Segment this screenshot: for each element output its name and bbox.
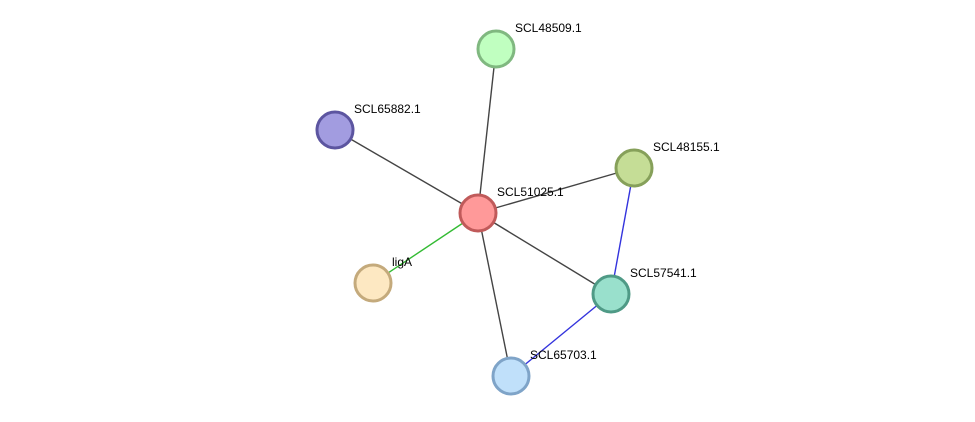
node-circle[interactable] [353,263,393,303]
node-circle[interactable] [476,29,516,69]
node-label: SCL65882.1 [354,102,421,116]
node-scl48509-1[interactable]: SCL48509.1 [476,21,582,69]
edge-scl51025-1-scl65882-1[interactable] [334,129,479,214]
node-label: SCL51025.1 [497,185,564,199]
edge-scl51025-1-scl48509-1[interactable] [477,48,497,214]
edge-scl51025-1-liga[interactable] [372,212,479,284]
node-scl48155-1[interactable]: SCL48155.1 [614,140,720,188]
node-circle[interactable] [591,274,631,314]
edge-scl57541-1-scl65703-1[interactable] [510,293,612,377]
edge-scl51025-1-scl48155-1[interactable] [477,167,635,214]
node-label: SCL48155.1 [653,140,720,154]
edges-layer [334,48,635,377]
node-scl51025-1[interactable]: SCL51025.1 [458,185,564,233]
node-scl57541-1[interactable]: SCL57541.1 [591,266,697,314]
node-scl65882-1[interactable]: SCL65882.1 [315,102,421,150]
node-label: SCL57541.1 [630,266,697,280]
node-circle[interactable] [614,148,654,188]
node-circle[interactable] [458,193,498,233]
node-label: SCL65703.1 [530,348,597,362]
node-label: ligA [392,255,412,269]
edge-scl48155-1-scl57541-1[interactable] [610,167,635,295]
node-liga[interactable]: ligA [353,255,412,303]
node-label: SCL48509.1 [515,21,582,35]
edge-scl51025-1-scl57541-1[interactable] [477,212,612,295]
nodes-layer: SCL51025.1 SCL48509.1SCL65882.1SCL48155.1… [315,21,720,396]
node-circle[interactable] [315,110,355,150]
node-circle[interactable] [491,356,531,396]
edge-scl51025-1-scl65703-1[interactable] [477,212,512,377]
node-scl65703-1[interactable]: SCL65703.1 [491,348,597,396]
